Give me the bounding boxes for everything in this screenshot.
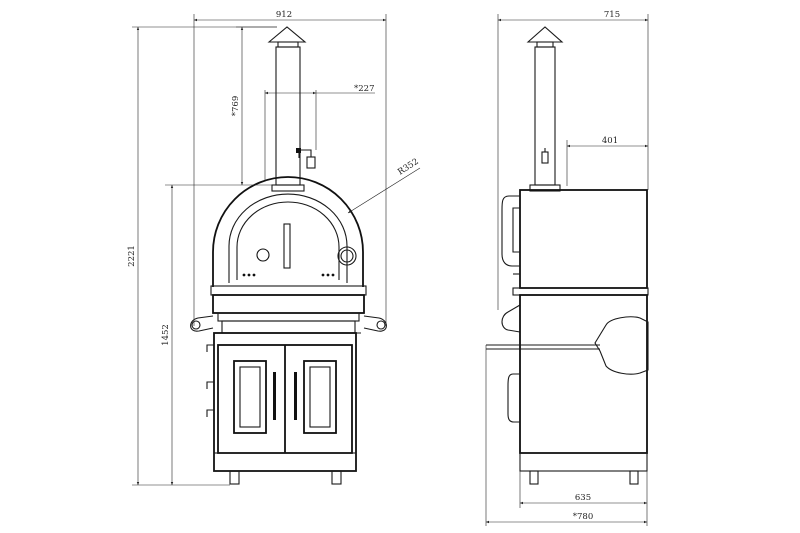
dim-dome-radius: R352 (396, 157, 420, 178)
side-view (486, 26, 649, 485)
dim-chimney-height: *769 (231, 96, 241, 116)
front-dimensions (132, 14, 421, 486)
dim-oven-height: 1452 (161, 324, 171, 346)
dim-total-height: 2221 (127, 245, 137, 267)
dim-overall-depth: *780 (573, 512, 593, 522)
dim-cabinet-depth: 635 (575, 493, 591, 503)
front-view (190, 26, 387, 485)
side-dimensions (485, 14, 649, 526)
dim-side-depth: 715 (604, 10, 620, 20)
dim-front-width: 912 (276, 10, 292, 20)
dim-chimney-width: *227 (354, 84, 374, 94)
dim-side-offset: 401 (602, 136, 618, 146)
